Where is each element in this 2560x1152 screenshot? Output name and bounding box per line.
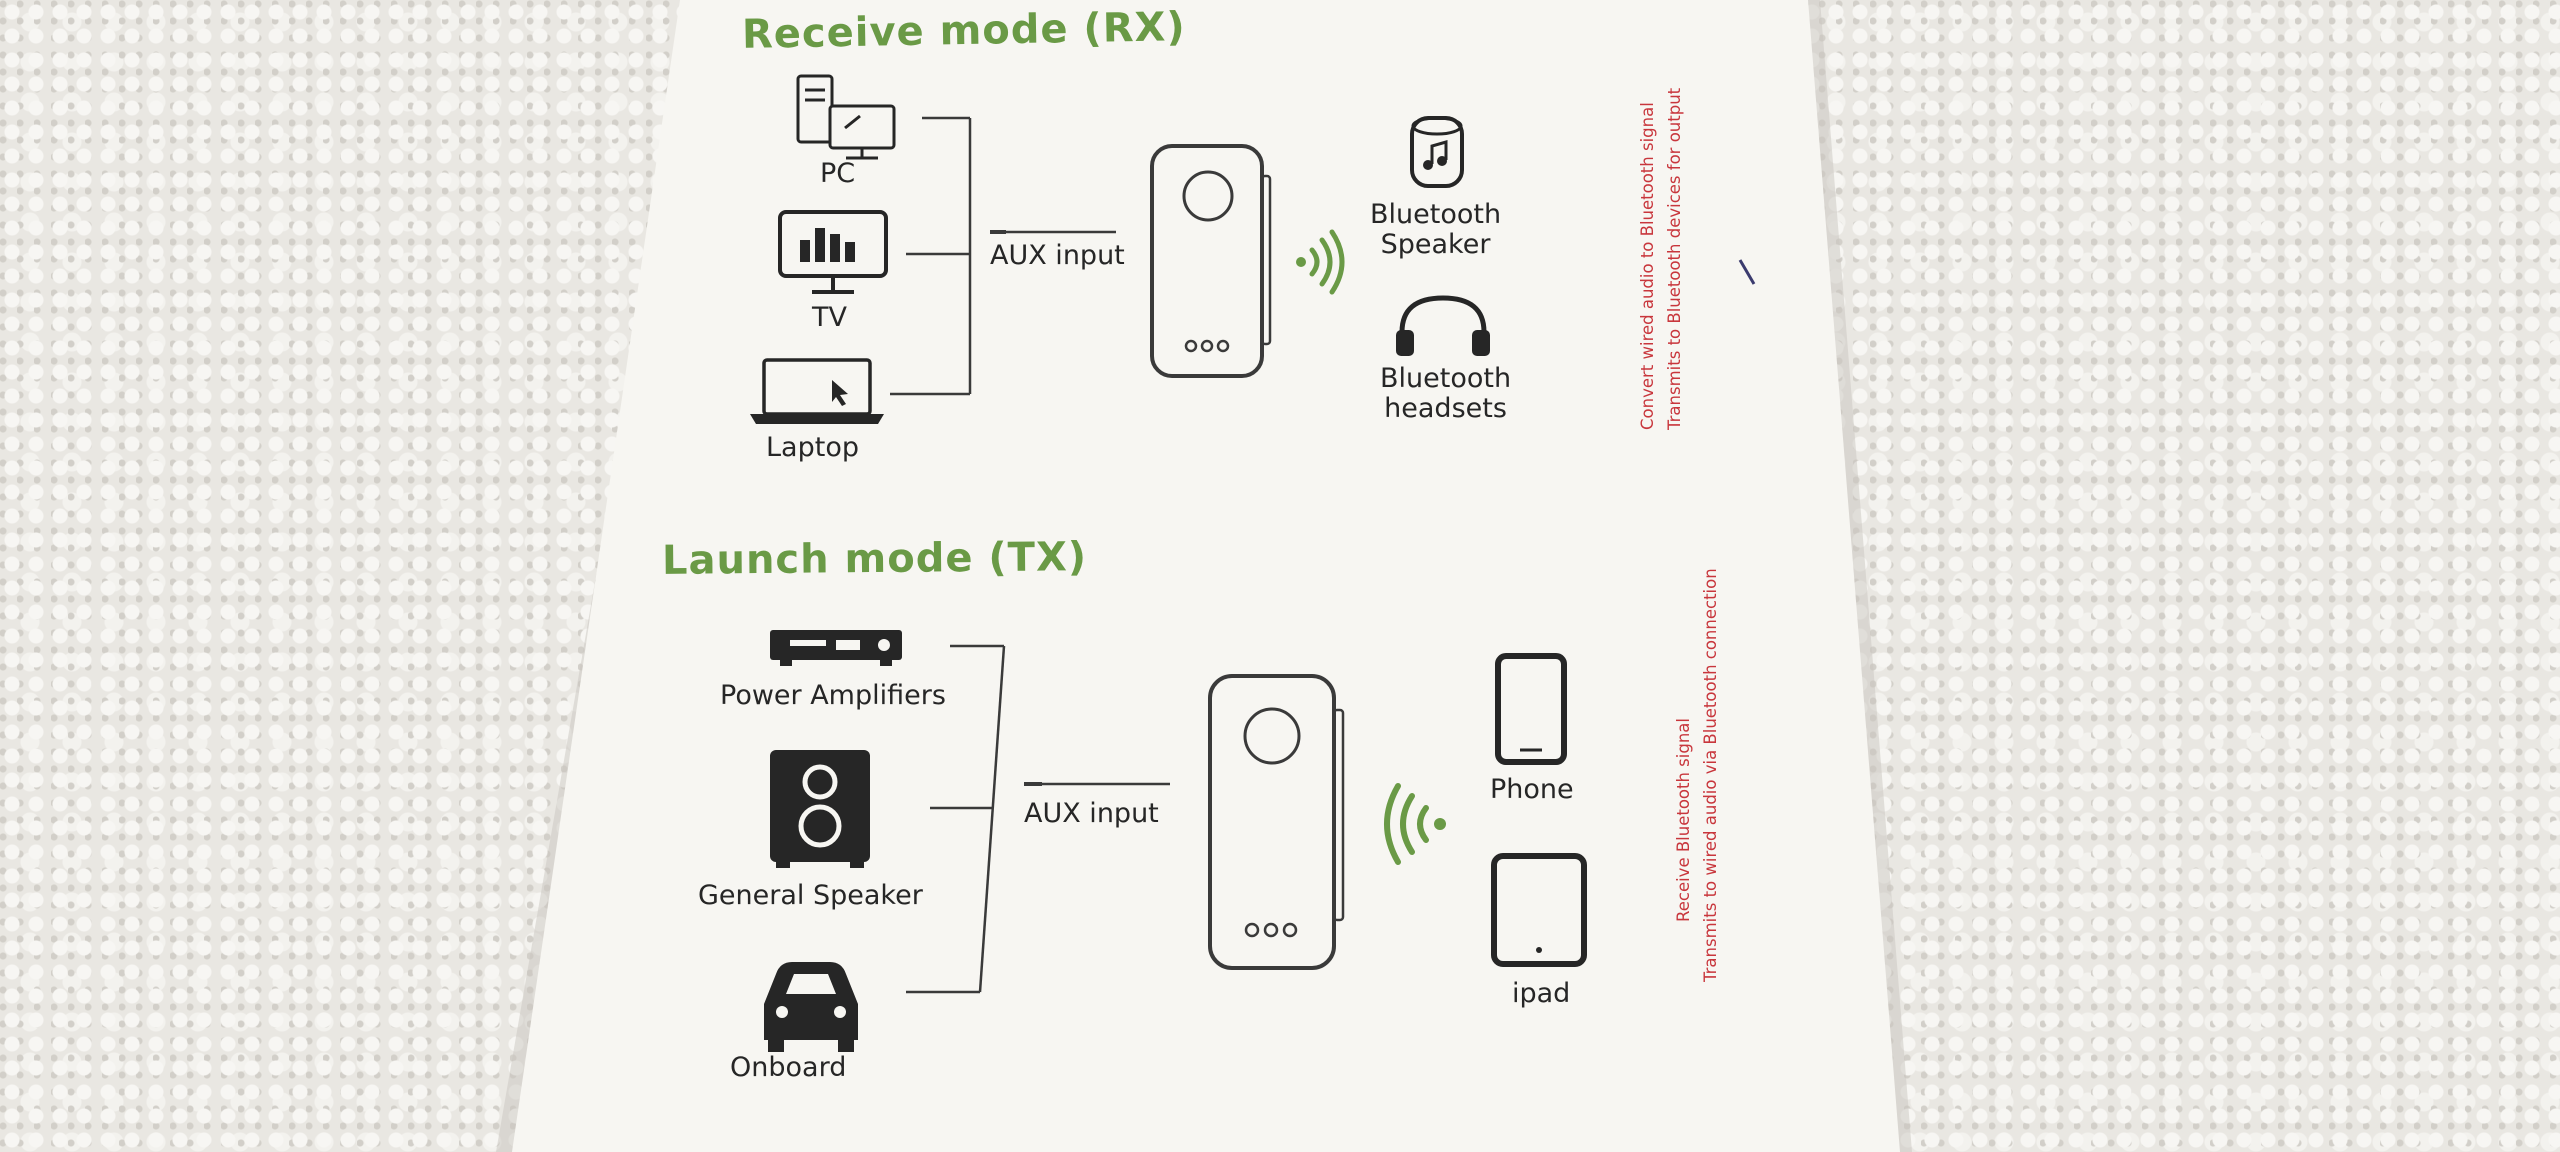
rx-note-line-1: Convert wired audio to Bluetooth signal — [1638, 102, 1657, 430]
rx-bluetooth-adapter — [1150, 144, 1272, 378]
source-label-pc: PC — [820, 158, 856, 189]
rx-aux-label: AUX input — [990, 240, 1125, 271]
tx-note: Receive Bluetooth signal Transmits to wi… — [1670, 568, 1724, 982]
tx-note-line-1: Receive Bluetooth signal — [1674, 718, 1693, 922]
source-label-tv: TV — [812, 302, 847, 333]
source-label-laptop: Laptop — [766, 432, 859, 463]
tv-icon — [778, 210, 888, 294]
rx-heading: Receive mode (RX) — [741, 4, 1187, 58]
source-label-onboard: Onboard — [730, 1052, 847, 1083]
rx-note-line-2: Transmits to Bluetooth devices for outpu… — [1665, 87, 1684, 430]
source-label-power-amplifiers: Power Amplifiers — [720, 680, 946, 711]
tx-heading: Launch mode (TX) — [661, 534, 1088, 584]
tx-bluetooth-waves — [1384, 783, 1446, 865]
tx-source-bracket — [906, 644, 1006, 994]
general-speaker-icon — [770, 750, 870, 868]
rx-source-bracket — [890, 116, 972, 396]
bluetooth-headset-icon — [1396, 295, 1490, 356]
car-icon — [764, 962, 858, 1052]
laptop-icon — [750, 358, 884, 424]
ink-mark — [1738, 259, 1756, 285]
tx-note-line-2: Transmits to wired audio via Bluetooth c… — [1701, 568, 1720, 982]
power-amplifier-icon — [770, 630, 902, 666]
pc-icon — [796, 74, 896, 160]
rx-note: Convert wired audio to Bluetooth signal … — [1634, 88, 1688, 430]
ipad-icon — [1491, 853, 1587, 967]
output-label-bluetooth-speaker: Bluetooth Speaker — [1370, 199, 1502, 260]
bluetooth-speaker-icon — [1410, 116, 1464, 188]
output-label-ipad: ipad — [1512, 978, 1571, 1009]
tx-aux-label: AUX input — [1024, 798, 1159, 829]
tx-bluetooth-adapter — [1208, 674, 1345, 970]
output-label-bluetooth-headsets: Bluetooth headsets — [1380, 363, 1512, 424]
source-label-general-speaker: General Speaker — [698, 880, 923, 911]
phone-icon — [1495, 653, 1567, 765]
output-label-phone: Phone — [1490, 774, 1574, 805]
rx-bluetooth-waves — [1296, 229, 1345, 295]
